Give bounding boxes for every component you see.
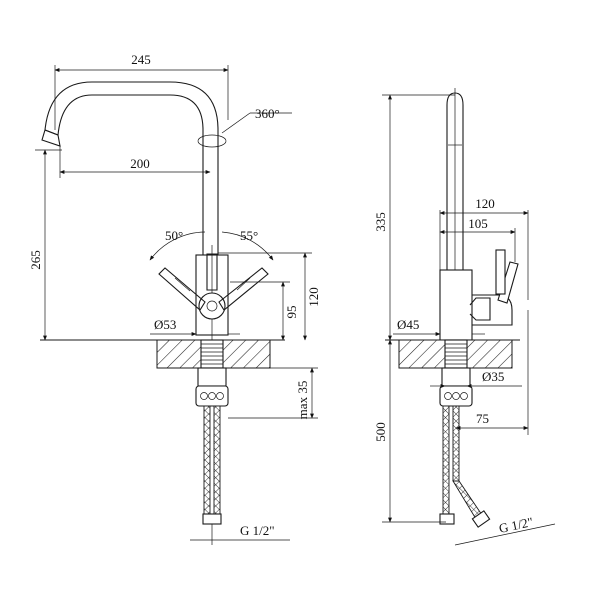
side-view: 335 120 105 Ø45 Ø35 500 7: [373, 88, 556, 546]
dim-reach: 200: [130, 156, 150, 171]
dim-side-body-diameter: Ø45: [397, 317, 419, 332]
front-view: 245 360° 200 265 50° 55° 120 95: [28, 52, 321, 545]
dim-height: 265: [28, 250, 43, 270]
dim-height-120: 120: [306, 287, 321, 307]
dim-angle-left: 50°: [165, 228, 183, 243]
dim-shank-diameter: Ø35: [482, 369, 504, 384]
front-shank: [195, 339, 229, 407]
side-dimensions: 335 120 105 Ø45 Ø35 500 7: [373, 94, 556, 546]
dim-depth-120: 120: [475, 196, 495, 211]
side-hoses: [439, 405, 491, 528]
side-body: [439, 249, 519, 341]
front-spout: [41, 81, 227, 265]
dim-angle-right: 55°: [240, 228, 258, 243]
dim-hose-length: 500: [373, 422, 388, 442]
dim-rotation: 360°: [255, 106, 280, 121]
dim-side-thread: G 1/2": [498, 514, 535, 536]
side-shank: [439, 339, 473, 407]
dim-offset-75: 75: [476, 411, 489, 426]
dim-spout-height: 335: [373, 212, 388, 232]
dim-height-95: 95: [284, 306, 299, 319]
front-body: [195, 245, 229, 340]
dim-width-total: 245: [131, 52, 151, 67]
dim-max-thickness: max 35: [295, 381, 310, 420]
dim-body-diameter: Ø53: [154, 317, 176, 332]
dim-depth-105: 105: [468, 216, 488, 231]
front-dimensions: 245 360° 200 265 50° 55° 120 95: [28, 52, 321, 541]
dim-front-thread: G 1/2": [240, 523, 275, 538]
front-hoses: [202, 405, 222, 545]
front-lever-positions: [158, 253, 269, 311]
